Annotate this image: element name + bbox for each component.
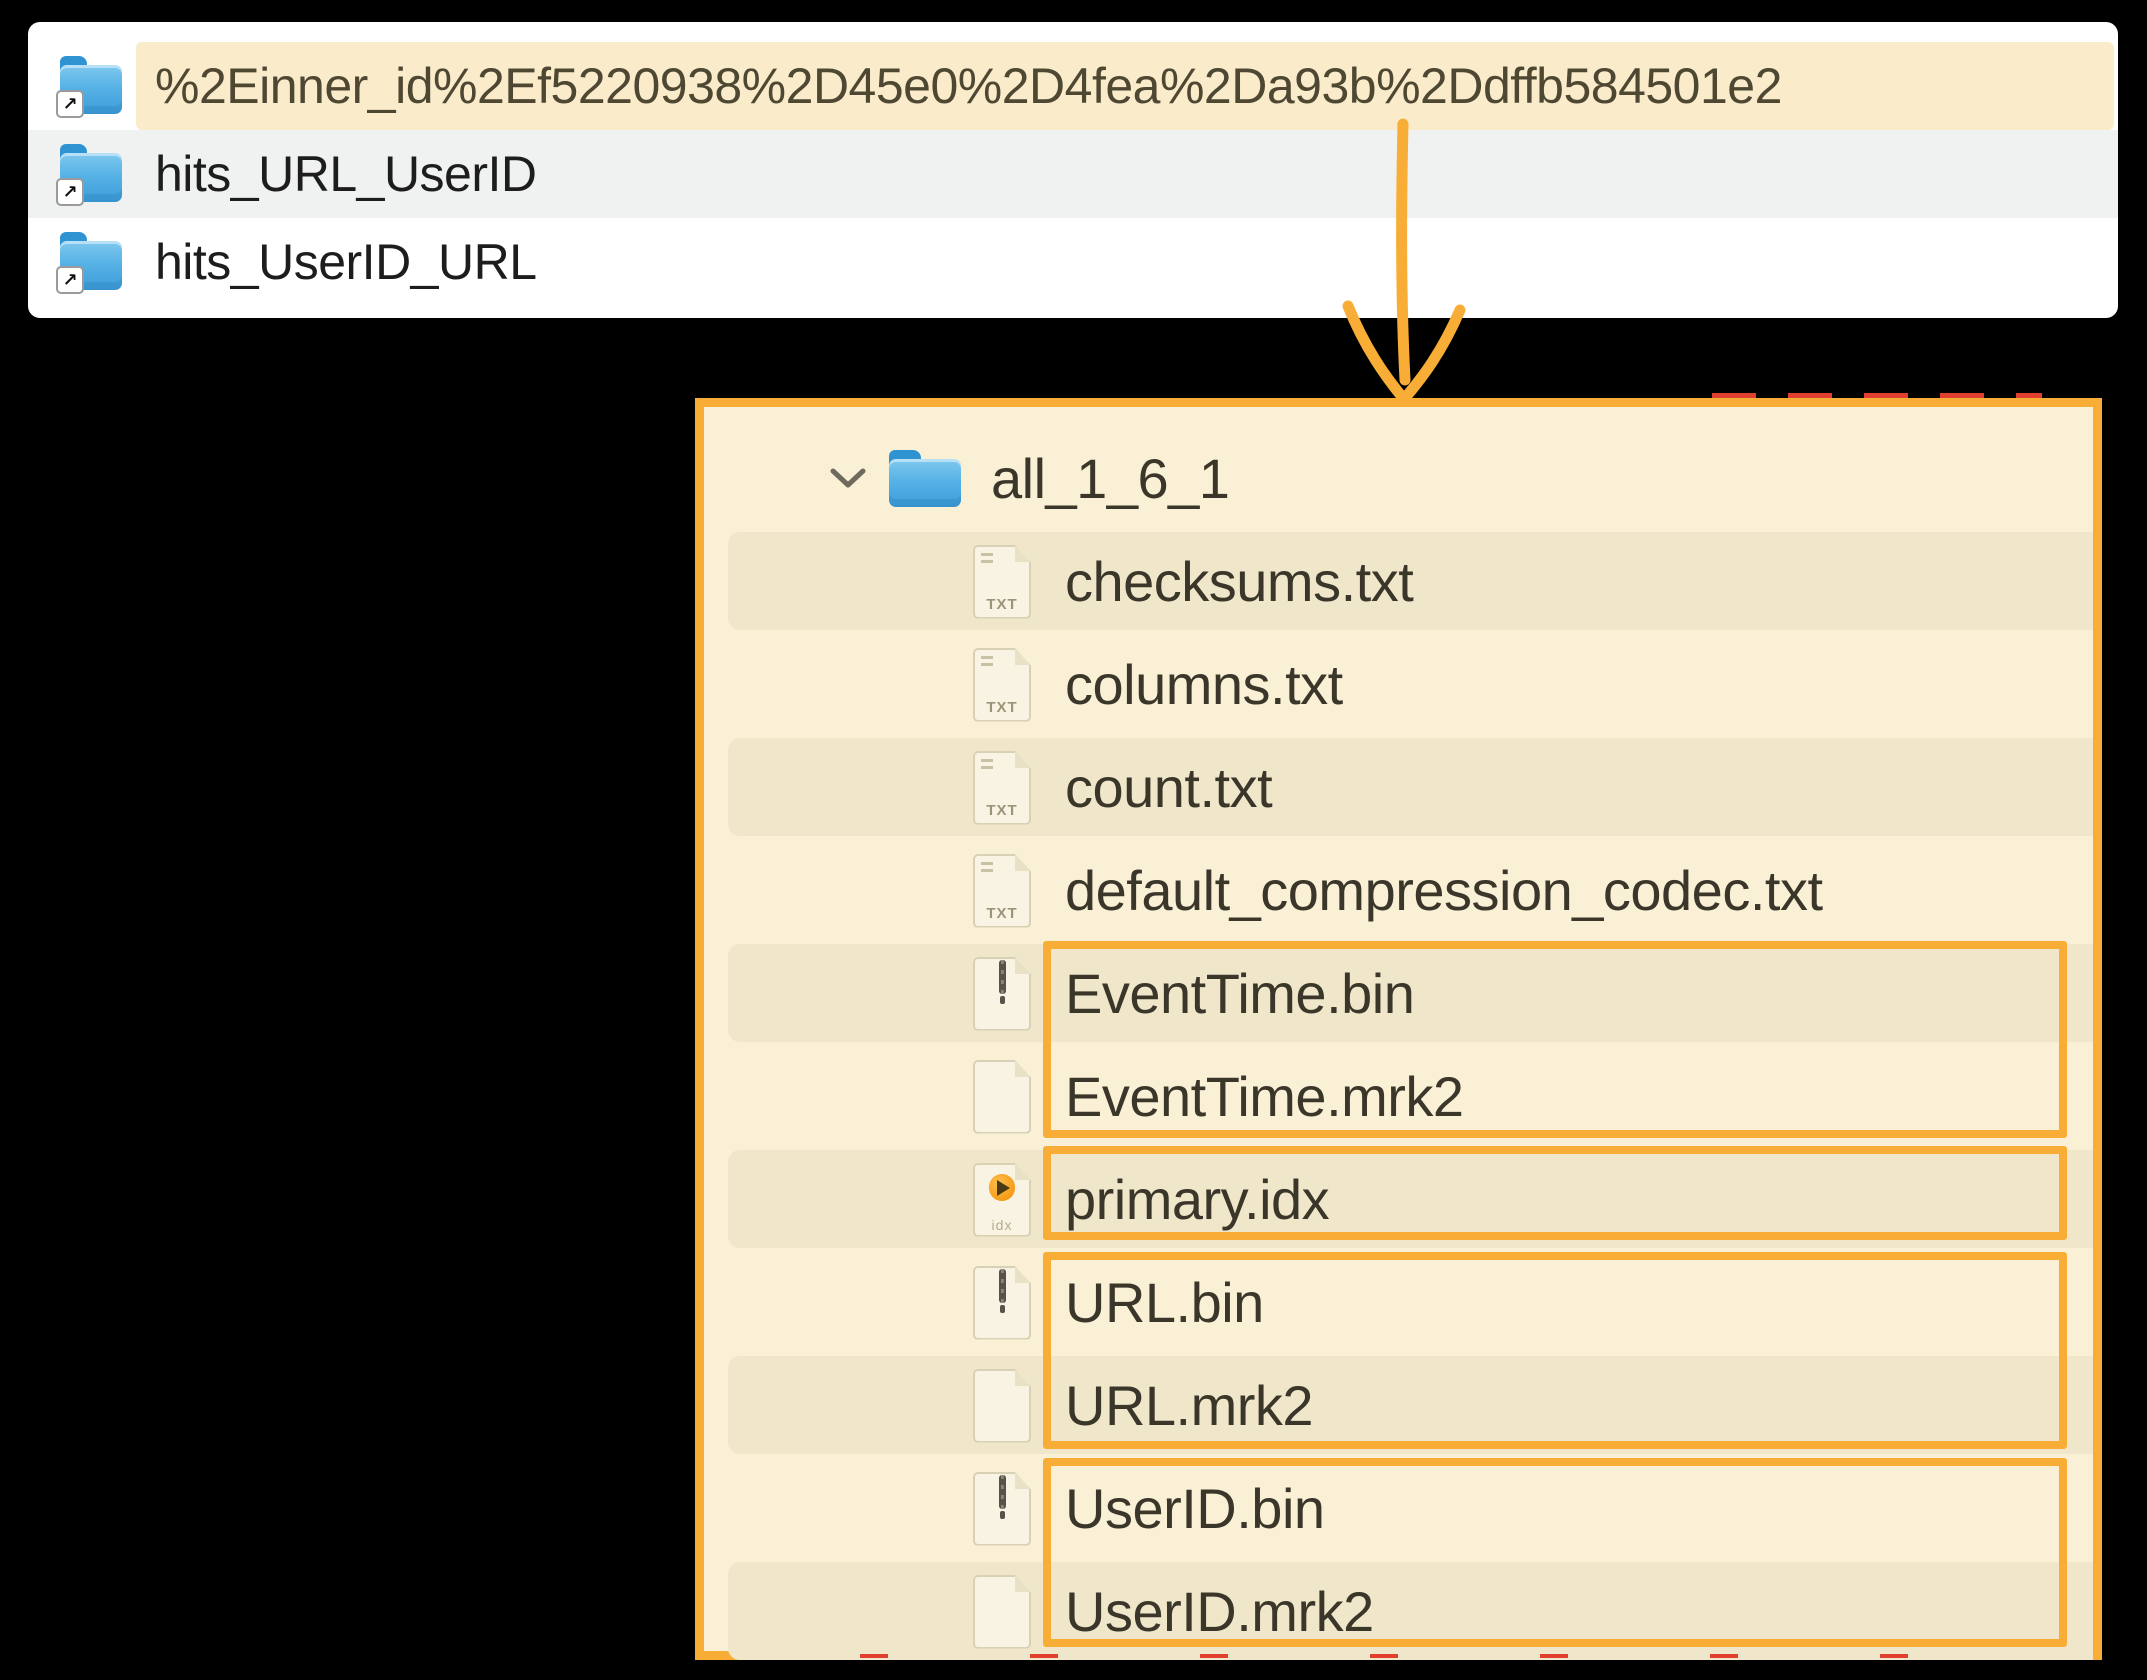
folder-name: hits_UserID_URL — [155, 234, 537, 290]
row-stripe — [728, 532, 2093, 630]
red-marker-fragment-top — [1712, 393, 2042, 398]
blank-file-icon — [973, 1059, 1031, 1134]
tree-row-count[interactable]: TXT count.txt — [704, 736, 2093, 839]
selected-row-highlight — [136, 42, 2114, 130]
alternating-row-background — [28, 130, 2118, 218]
txt-file-icon: TXT — [973, 544, 1031, 619]
row-stripe — [728, 738, 2093, 836]
tree-row-columns[interactable]: TXT columns.txt — [704, 633, 2093, 736]
tree-row-all-1-6-1[interactable]: all_1_6_1 — [704, 427, 2093, 530]
tree-row-primary-idx[interactable]: idx primary.idx — [704, 1148, 2093, 1251]
file-name: URL.mrk2 — [1065, 1374, 1314, 1437]
down-arrow-annotation — [1342, 118, 1466, 404]
file-name: EventTime.mrk2 — [1065, 1065, 1464, 1128]
tree-row-default-compression-codec[interactable]: TXT default_compression_codec.txt — [704, 839, 2093, 942]
tree-row-userid-bin[interactable]: UserID.bin — [704, 1457, 2093, 1560]
file-name: columns.txt — [1065, 653, 1343, 716]
part-directory-panel: all_1_6_1 TXT checksums.txt TXT columns.… — [695, 398, 2102, 1660]
tree-row-checksums[interactable]: TXT checksums.txt — [704, 530, 2093, 633]
alias-arrow-badge: ↗ — [56, 90, 84, 118]
folder-name: %2Einner_id%2Ef5220938%2D45e0%2D4fea%2Da… — [155, 58, 1782, 114]
file-name: EventTime.bin — [1065, 962, 1415, 1025]
tree-row-userid-mrk2[interactable]: UserID.mrk2 — [704, 1560, 2093, 1663]
row-stripe — [728, 944, 2093, 1042]
folder-alias-icon: ↗ — [56, 144, 122, 206]
tree-row-eventtime-bin[interactable]: EventTime.bin — [704, 942, 2093, 1045]
blank-file-icon — [973, 1574, 1031, 1649]
file-name: default_compression_codec.txt — [1065, 859, 1823, 922]
tree-row-url-bin[interactable]: URL.bin — [704, 1251, 2093, 1354]
txt-file-icon: TXT — [973, 750, 1031, 825]
alias-arrow-badge: ↗ — [56, 266, 84, 294]
file-name: UserID.mrk2 — [1065, 1580, 1374, 1643]
alias-arrow-badge: ↗ — [56, 178, 84, 206]
red-marker-fragment-bottom — [860, 1654, 2040, 1658]
file-name: checksums.txt — [1065, 550, 1414, 613]
folder-icon — [889, 449, 961, 508]
file-name: count.txt — [1065, 756, 1273, 819]
bin-file-icon — [973, 1265, 1031, 1340]
table-row-hits-userid-url[interactable]: ↗ hits_UserID_URL — [28, 218, 2118, 306]
file-name: URL.bin — [1065, 1271, 1264, 1334]
table-row-inner-id[interactable]: ↗ %2Einner_id%2Ef5220938%2D45e0%2D4fea%2… — [28, 42, 2118, 130]
chevron-down-icon[interactable] — [829, 467, 867, 491]
tree-row-eventtime-mrk2[interactable]: EventTime.mrk2 — [704, 1045, 2093, 1148]
txt-file-icon: TXT — [973, 647, 1031, 722]
blank-file-icon — [973, 1368, 1031, 1443]
table-row-hits-url-userid[interactable]: ↗ hits_URL_UserID — [28, 130, 2118, 218]
file-name: UserID.bin — [1065, 1477, 1325, 1540]
bin-file-icon — [973, 956, 1031, 1031]
row-stripe — [728, 1356, 2093, 1454]
folder-name: hits_URL_UserID — [155, 146, 537, 202]
finder-list-panel: ↗ %2Einner_id%2Ef5220938%2D45e0%2D4fea%2… — [28, 22, 2118, 318]
folder-alias-icon: ↗ — [56, 56, 122, 118]
txt-file-icon: TXT — [973, 853, 1031, 928]
folder-alias-icon: ↗ — [56, 232, 122, 294]
tree-row-url-mrk2[interactable]: URL.mrk2 — [704, 1354, 2093, 1457]
idx-file-icon: idx — [973, 1162, 1031, 1237]
bin-file-icon — [973, 1471, 1031, 1546]
folder-name: all_1_6_1 — [991, 447, 1230, 510]
row-stripe — [728, 1150, 2093, 1248]
file-name: primary.idx — [1065, 1168, 1330, 1231]
